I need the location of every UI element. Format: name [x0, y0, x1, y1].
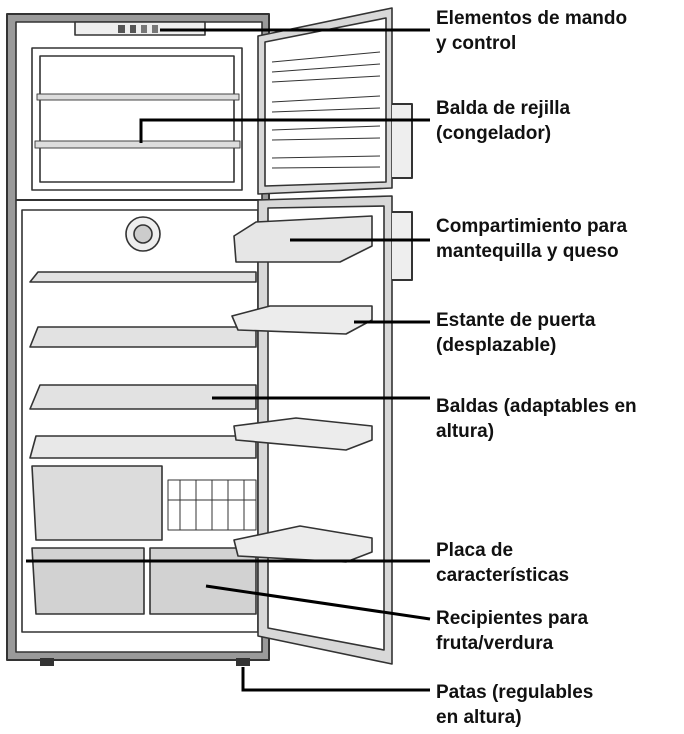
- foot: [40, 658, 54, 666]
- label-line: Placa de: [436, 540, 514, 561]
- label-door-shelf: Estante de puerta (desplazable): [436, 308, 682, 358]
- label-line: Recipientes para: [436, 608, 589, 629]
- control-button: [130, 25, 136, 33]
- label-line: Patas (regulables: [436, 682, 594, 703]
- leader-lines: [26, 28, 431, 692]
- leader-freezer-shelf: [139, 118, 430, 143]
- leader-feet: [241, 667, 430, 692]
- label-line: (congelador): [436, 123, 552, 144]
- label-shelves: Baldas (adaptables en altura): [436, 394, 682, 444]
- label-crispers: Recipientes para fruta/verdura: [436, 606, 682, 656]
- freezer-compartment: [31, 47, 243, 191]
- leader-crispers: [205, 584, 431, 621]
- label-line: Estante de puerta: [436, 310, 596, 331]
- label-butter-cheese: Compartimiento para mantequilla y queso: [436, 214, 682, 264]
- label-freezer-shelf: Balda de rejilla (congelador): [436, 96, 682, 146]
- door-handle: [392, 103, 413, 179]
- shelf: [29, 271, 257, 283]
- crisper-drawer: [149, 547, 257, 615]
- door-shelf: [231, 305, 373, 335]
- shelf: [29, 384, 257, 410]
- label-line: Elementos de mando: [436, 8, 628, 29]
- label-controls: Elementos de mando y control: [436, 6, 682, 56]
- label-line: fruta/verdura: [436, 633, 554, 654]
- label-line: Balda de rejilla: [436, 98, 571, 119]
- door-handle: [392, 211, 413, 281]
- label-line: Compartimiento para: [436, 216, 628, 237]
- control-button: [141, 25, 147, 33]
- label-line: altura): [436, 421, 495, 442]
- label-line: Baldas (adaptables en: [436, 396, 637, 417]
- wire-basket: [167, 479, 257, 531]
- label-line: y control: [436, 33, 517, 54]
- door-rack: [233, 417, 373, 451]
- control-button: [118, 25, 125, 33]
- drawer-left: [31, 465, 163, 541]
- glass-shelf: [29, 435, 257, 459]
- label-line: mantequilla y queso: [436, 241, 619, 262]
- door-rack: [233, 525, 373, 563]
- label-line: características: [436, 565, 570, 586]
- freezer-rack-lower: [34, 140, 241, 149]
- label-line: (desplazable): [436, 335, 557, 356]
- freezer-rack-upper: [36, 93, 240, 101]
- label-feet: Patas (regulables en altura): [436, 680, 682, 730]
- foot: [236, 658, 250, 666]
- label-line: en altura): [436, 707, 522, 728]
- label-rating-plate: Placa de características: [436, 538, 682, 588]
- control-button: [152, 25, 158, 33]
- freezer-door-ridges: [271, 51, 381, 169]
- shelf: [29, 326, 257, 348]
- crisper-drawer: [31, 547, 145, 615]
